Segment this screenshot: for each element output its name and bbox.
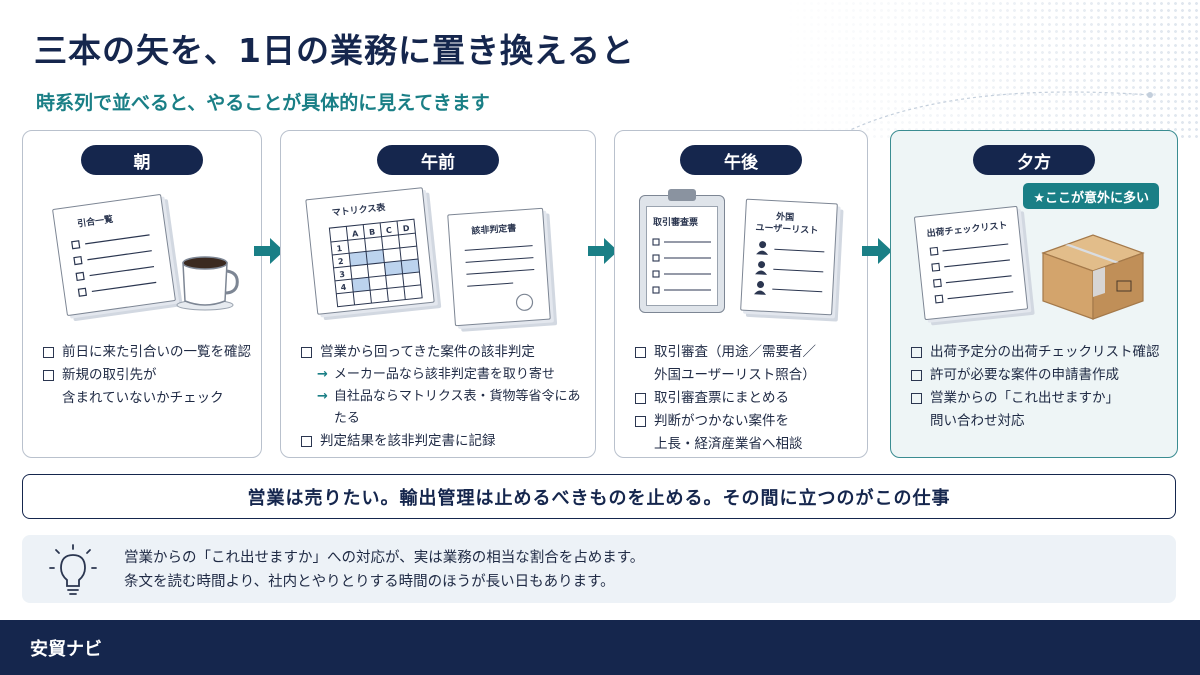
card-forenoon: 午前 マトリクス表 A B C D 1 2 <box>280 130 596 458</box>
task-text: 許可が必要な案件の申請書作成 <box>930 367 1119 383</box>
task-list: 取引審査（用途／需要者／ 外国ユーザーリスト照合） 取引審査票にまとめる 判断が… <box>635 341 857 456</box>
page-subtitle: 時系列で並べると、やることが具体的に見えてきます <box>36 92 490 114</box>
task-text: 問い合わせ対応 <box>930 413 1025 429</box>
arrow-small-icon: → <box>317 367 328 382</box>
matrix-row: 4 <box>340 283 347 293</box>
task-text: 営業から回ってきた案件の該非判定 <box>320 344 535 360</box>
arrow-right-icon <box>588 238 618 264</box>
task-text: 出荷予定分の出荷チェックリスト確認 <box>930 344 1160 360</box>
task-text: 新規の取引先が <box>62 367 157 383</box>
checkbox-icon <box>301 347 312 358</box>
tip-line: 条文を読む時間より、社内とやりとりする時間のほうが長い日もあります。 <box>124 574 615 590</box>
task-text: 判定結果を該非判定書に記録 <box>320 433 496 449</box>
task-text: 判断がつかない案件を <box>654 413 789 429</box>
card-morning: 朝 引合一覧 前日に来た引合いの一覧を確認 新規の取引先が 含まれていないかチェ… <box>22 130 262 458</box>
task-text: 取引審査（用途／需要者／ <box>654 344 816 360</box>
highlight-badge: ★ここが意外に多い <box>1023 183 1159 209</box>
checklist-lines <box>71 234 157 297</box>
document-lines <box>464 245 535 311</box>
sub-task-item: → メーカー品なら該非判定書を取り寄せ <box>301 364 585 386</box>
matrix-header: B <box>369 227 376 237</box>
card-label: 朝 <box>81 145 203 175</box>
task-list: 営業から回ってきた案件の該非判定 → メーカー品なら該非判定書を取り寄せ → 自… <box>301 341 585 453</box>
task-list: 出荷予定分の出荷チェックリスト確認 許可が必要な案件の申請書作成 営業からの「こ… <box>911 341 1167 433</box>
task-item: 取引審査票にまとめる <box>635 387 857 410</box>
checkbox-icon <box>635 347 646 358</box>
end-user-list-document: 外国 ユーザーリスト <box>740 198 838 316</box>
task-text: 前日に来た引合いの一覧を確認 <box>62 344 251 360</box>
shipping-checklist-document: 出荷チェックリスト <box>913 205 1029 321</box>
task-item: 許可が必要な案件の申請書作成 <box>911 364 1167 387</box>
matrix-header: A <box>352 229 360 239</box>
world-map-decoration <box>780 0 1200 140</box>
task-item: 営業から回ってきた案件の該非判定 <box>301 341 585 364</box>
matrix-row: 2 <box>337 257 343 267</box>
tip-line: 営業からの「これ出せますか」への対応が、実は業務の相当な割合を占めます。 <box>124 550 645 566</box>
key-message-banner: 営業は売りたい。輸出管理は止めるべきものを止める。その間に立つのがこの仕事 <box>22 474 1176 519</box>
task-item: 取引審査（用途／需要者／ 外国ユーザーリスト照合） <box>635 341 857 387</box>
cardboard-box-icon <box>1041 234 1145 320</box>
matrix-header: D <box>402 224 410 234</box>
checkbox-icon <box>301 436 312 447</box>
checklist-lines <box>652 238 711 294</box>
task-list: 前日に来た引合いの一覧を確認 新規の取引先が 含まれていないかチェック <box>43 341 251 410</box>
coffee-cup-icon <box>176 256 239 311</box>
route-line-decoration <box>829 91 1153 141</box>
matrix-row: 3 <box>339 270 345 280</box>
checkbox-icon <box>635 393 646 404</box>
task-text: メーカー品なら該非判定書を取り寄せ <box>333 367 555 382</box>
inquiry-list-document: 引合一覧 <box>52 193 176 317</box>
checkbox-icon <box>911 370 922 381</box>
card-afternoon: 午後 取引審査票 外国 ユーザーリスト <box>614 130 868 458</box>
classification-document: 該非判定書 <box>447 207 551 327</box>
document-title: 取引審査票 <box>653 218 699 228</box>
clipboard-icon: 取引審査票 <box>639 189 725 313</box>
task-item: 新規の取引先が 含まれていないかチェック <box>43 364 251 410</box>
checkbox-icon <box>43 347 54 358</box>
checkbox-icon <box>911 393 922 404</box>
brand-logo: 安貿ナビ <box>30 639 102 660</box>
arrow-small-icon: → <box>317 389 328 404</box>
task-item: 出荷予定分の出荷チェックリスト確認 <box>911 341 1167 364</box>
task-text: 上長・経済産業省へ相談 <box>654 436 803 452</box>
task-text: 外国ユーザーリスト照合） <box>654 367 816 383</box>
matrix-row: 1 <box>336 244 343 254</box>
person-list <box>754 241 825 295</box>
arrow-right-icon <box>254 238 284 264</box>
sub-task-item: → 自社品ならマトリクス表・貨物等省令にあたる <box>301 386 585 430</box>
matrix-table-document: マトリクス表 A B C D 1 2 3 <box>305 187 435 315</box>
card-label: 午後 <box>680 145 802 175</box>
card-label: 午前 <box>377 145 499 175</box>
review-sheet: 取引審査票 <box>646 206 718 306</box>
checkbox-icon <box>911 347 922 358</box>
task-item: 前日に来た引合いの一覧を確認 <box>43 341 251 364</box>
task-item: 営業からの「これ出せますか」 問い合わせ対応 <box>911 387 1167 433</box>
task-text: 自社品ならマトリクス表・貨物等省令にあたる <box>333 389 581 426</box>
arrow-right-icon <box>862 238 892 264</box>
checklist-lines <box>929 243 1014 304</box>
matrix-header: C <box>385 226 392 236</box>
tip-text: 営業からの「これ出せますか」への対応が、実は業務の相当な割合を占めます。 条文を… <box>124 546 644 594</box>
page-title: 三本の矢を、1日の業務に置き換えると <box>34 31 635 70</box>
task-item: 判断がつかない案件を 上長・経済産業省へ相談 <box>635 410 857 456</box>
task-item: 判定結果を該非判定書に記録 <box>301 430 585 453</box>
footer-bar: 安貿ナビ <box>0 620 1200 675</box>
lightbulb-icon <box>49 544 97 595</box>
stamp-icon <box>515 293 534 311</box>
task-text: 営業からの「これ出せますか」 <box>930 390 1119 406</box>
task-text: 取引審査票にまとめる <box>654 390 789 406</box>
card-evening: 夕方 ★ここが意外に多い 出荷チェックリスト 出荷予定分の出荷チェックリスト確認… <box>890 130 1178 458</box>
task-text: 含まれていないかチェック <box>62 390 224 406</box>
checkbox-icon <box>43 370 54 381</box>
matrix-grid: A B C D 1 2 3 4 <box>328 218 423 308</box>
card-label: 夕方 <box>973 145 1095 175</box>
tip-note: 営業からの「これ出せますか」への対応が、実は業務の相当な割合を占めます。 条文を… <box>22 535 1176 603</box>
clipboard-clip <box>668 189 696 201</box>
checkbox-icon <box>635 416 646 427</box>
